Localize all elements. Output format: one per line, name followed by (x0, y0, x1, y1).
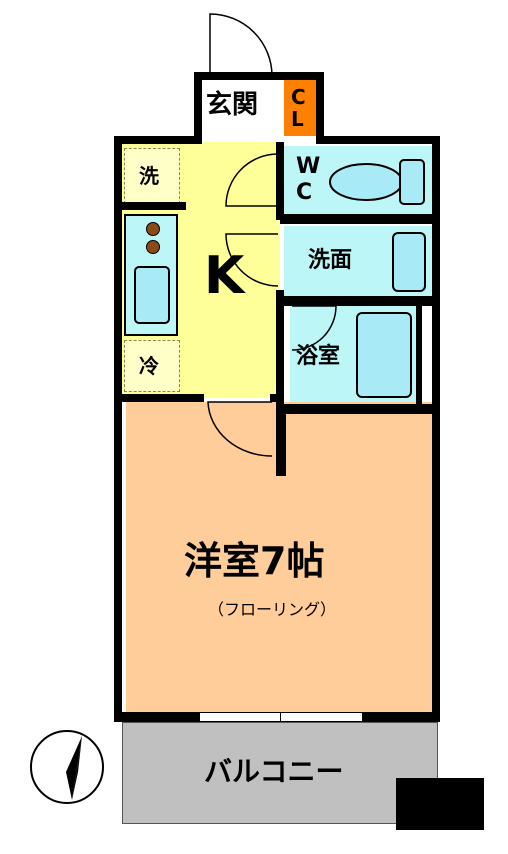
window (200, 712, 362, 722)
entrance-closet (284, 80, 316, 136)
toilet-label: W C (296, 154, 321, 205)
laundry-label: 洗 (139, 164, 159, 188)
bathtub-icon (356, 312, 412, 398)
entrance-area (198, 76, 282, 136)
door-swing-icon (291, 305, 337, 351)
bathroom-label: 浴室 (296, 344, 341, 369)
sink-icon (134, 266, 170, 324)
kitchen-label: K (204, 246, 245, 306)
balcony (122, 722, 438, 824)
western-room-top (126, 402, 278, 472)
fridge-label: 冷 (139, 354, 159, 378)
entrance-closet-label: C L (291, 85, 306, 131)
fridge-space (124, 340, 180, 392)
entrance-door-swing-icon (209, 13, 273, 77)
door-swing-icon (207, 401, 273, 457)
stove-burner-icon (146, 240, 160, 254)
stove-burner-icon (146, 222, 160, 236)
flooring-label: （フローリング） (208, 600, 337, 619)
entrance-label: 玄関 (206, 90, 259, 120)
door-swing-icon (225, 153, 279, 207)
toilet-icon (329, 159, 425, 205)
washbasin-icon (392, 232, 426, 292)
washroom-label: 洗面 (308, 248, 353, 273)
door-swing-icon (225, 233, 279, 287)
balcony-label: バルコニー (204, 755, 344, 788)
outdoor-unit (396, 778, 484, 830)
compass-icon (30, 730, 104, 804)
western-room-label: 洋室7帖 (184, 539, 325, 583)
